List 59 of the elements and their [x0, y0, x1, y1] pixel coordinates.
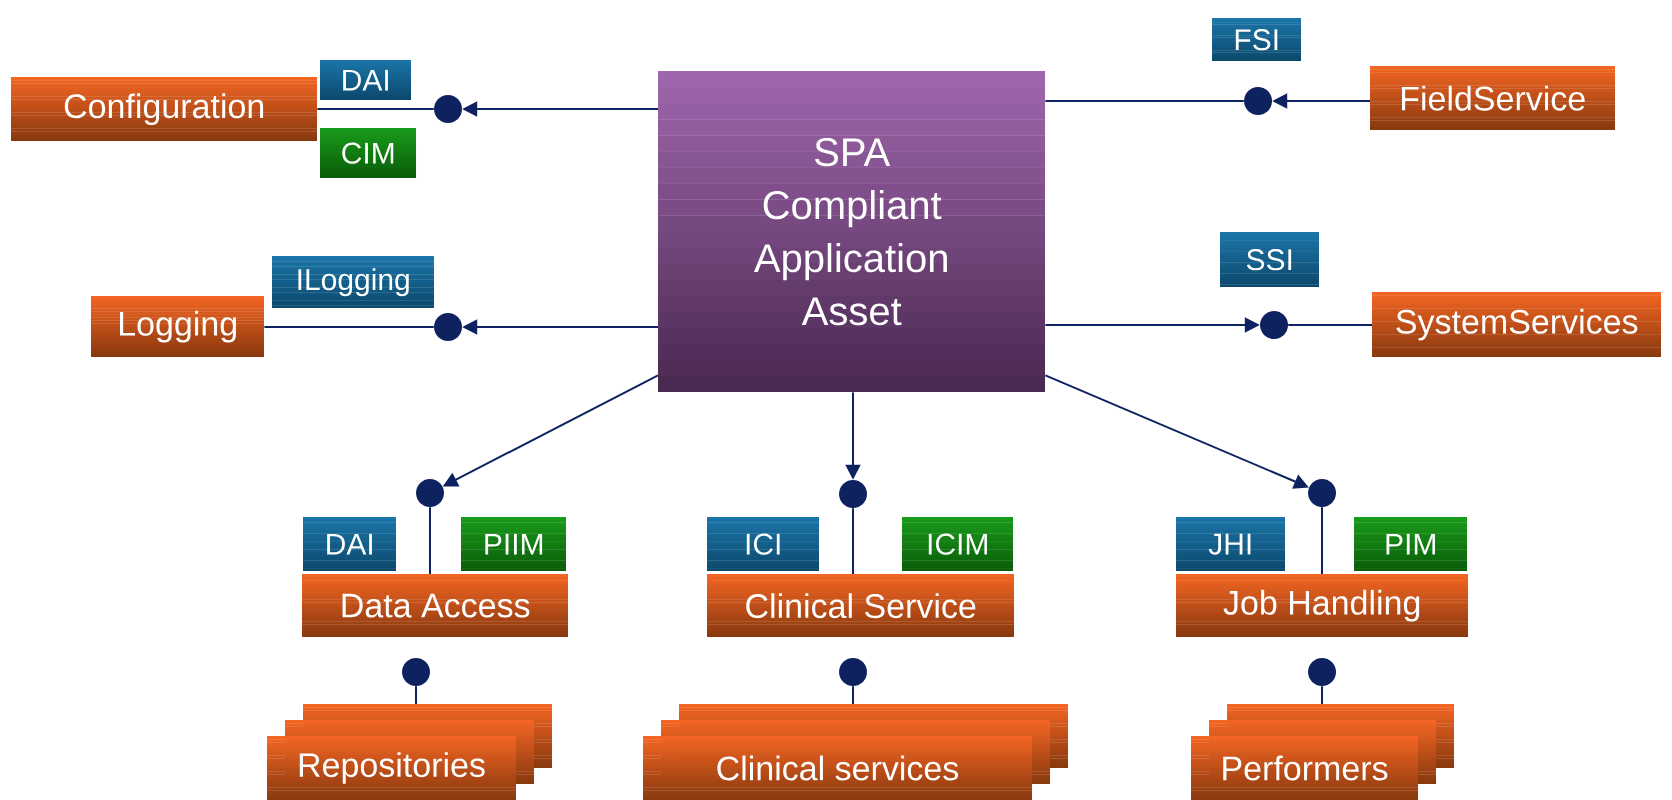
connector-line [415, 685, 417, 705]
node-label: Logging [119, 310, 236, 343]
interface-tag: PIIM [461, 517, 566, 571]
node-label: PIIM [485, 533, 543, 555]
node-label: JHI [1208, 533, 1251, 555]
interface-circle [402, 658, 430, 686]
interface-tag: ICI [707, 517, 819, 571]
interface-tag: FSI [1212, 18, 1301, 61]
interface-tag: DAI [303, 517, 396, 571]
node-label: FSI [1235, 29, 1278, 51]
interface-circle [1308, 479, 1336, 507]
node-label: ICI [746, 533, 780, 555]
node-label: DAI [327, 533, 372, 555]
connector-line [852, 685, 854, 705]
node-label: Clinical services [717, 755, 959, 781]
component-box: Job Handling [1176, 574, 1468, 637]
node-label: Performers [1223, 755, 1388, 781]
node-label: PIM [1386, 533, 1435, 555]
interface-tag: ILogging [272, 256, 434, 308]
interface-tag: SSI [1220, 232, 1319, 287]
interface-tag: DAI [320, 60, 411, 100]
node-label: DAI [343, 69, 388, 91]
interface-tag: JHI [1176, 517, 1285, 571]
node-label: FieldService [1401, 85, 1585, 111]
connector-line [1287, 324, 1373, 326]
node-label: SPA Compliant Application Asset [753, 138, 947, 326]
component-box: Data Access [302, 574, 568, 637]
connector-line [429, 506, 431, 575]
interface-tag: CIM [320, 128, 416, 178]
node-label: Job Handling [1223, 589, 1420, 622]
stacked-box: Repositories [267, 704, 552, 800]
interface-tag: PIM [1354, 517, 1467, 571]
connector-line [1321, 506, 1323, 575]
node-label: Data Access [342, 593, 530, 618]
node-label: Repositories [299, 752, 485, 784]
interface-tag: ICIM [902, 517, 1013, 571]
stacked-box: Performers [1191, 704, 1454, 800]
connector-line [316, 108, 435, 110]
node-label: Clinical Service [746, 593, 976, 619]
node-label: SystemServices [1396, 308, 1638, 341]
component-box: FieldService [1370, 66, 1615, 130]
connector-line [852, 507, 854, 575]
interface-circle [839, 658, 867, 686]
component-box: Clinical Service [707, 574, 1014, 637]
component-box: Configuration [11, 77, 317, 141]
component-box: SystemServices [1372, 292, 1661, 357]
node-label: Configuration [64, 93, 264, 126]
connector-line [1321, 685, 1323, 705]
connector-line [1044, 100, 1245, 102]
connector-line [263, 326, 435, 328]
interface-circle [1308, 658, 1336, 686]
node-label: ICIM [928, 533, 987, 555]
interface-circle [416, 479, 444, 507]
component-box: Logging [91, 296, 264, 357]
node-label: CIM [342, 142, 394, 164]
node-label: ILogging [298, 268, 409, 297]
stacked-box: Clinical services [643, 704, 1068, 800]
node-label: SSI [1246, 249, 1292, 271]
component-box: SPA Compliant Application Asset [658, 71, 1045, 392]
